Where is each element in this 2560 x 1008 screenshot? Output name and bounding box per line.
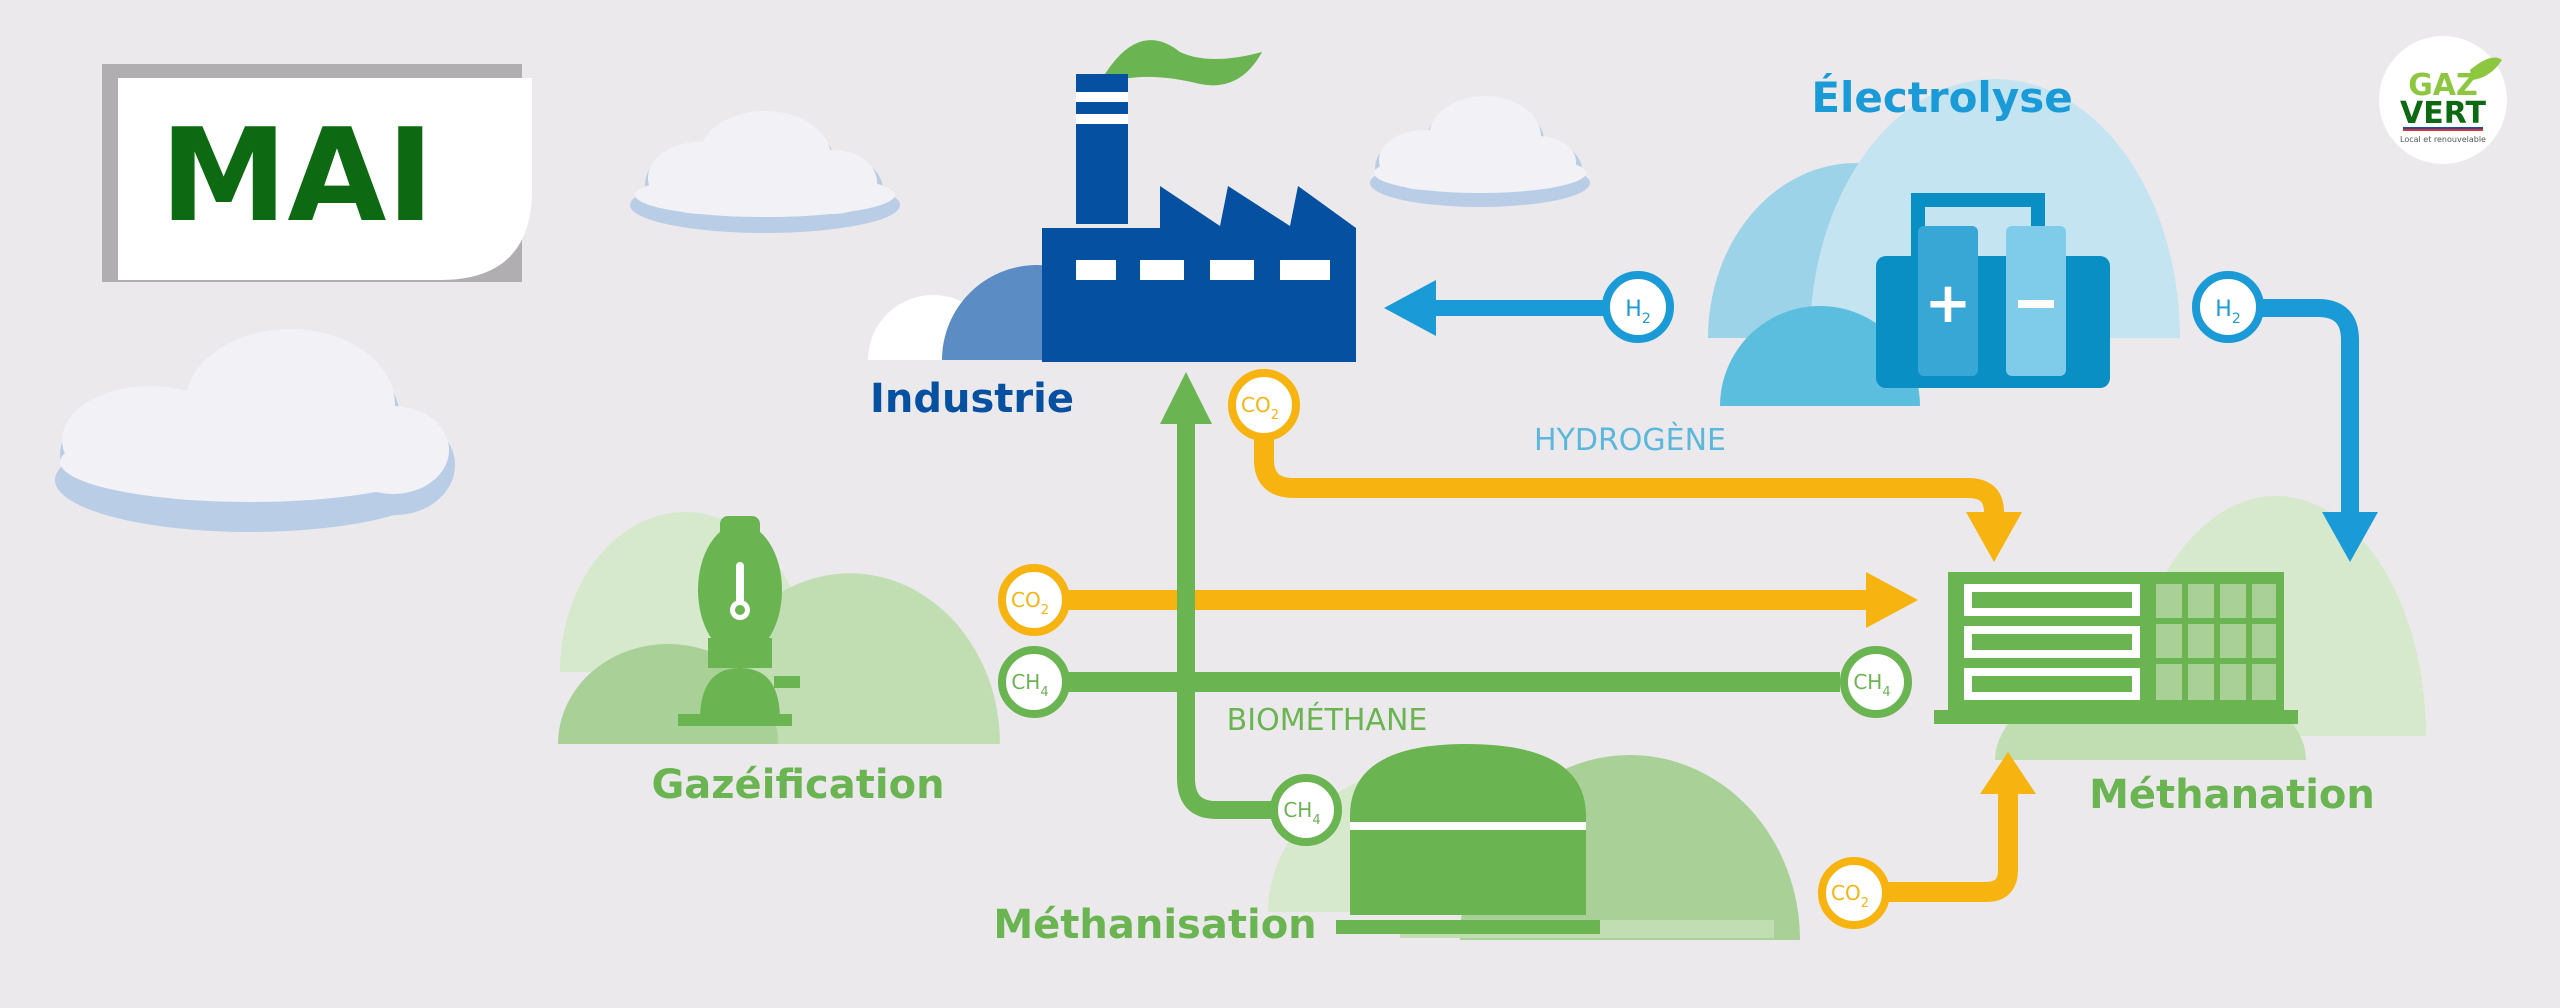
gazvert-logo: GAZ VERT Local et renouvelable	[2379, 36, 2507, 164]
svg-text:CH4: CH4	[1011, 670, 1048, 700]
node-label-methanisation: Méthanisation	[993, 902, 1316, 948]
svg-text:H2: H2	[2215, 297, 2240, 327]
node-label-industrie: Industrie	[870, 376, 1074, 422]
arrow-h2-to-industrie	[1384, 280, 1608, 336]
logo-line2: VERT	[2400, 96, 2486, 131]
smoke-plume	[1105, 40, 1262, 86]
electrolyse-illustration: +	[1708, 79, 2180, 406]
flow-label-hydrogene: HYDROGÈNE	[1534, 422, 1726, 458]
factory-building	[1042, 186, 1356, 362]
arrow-co2-industrie-to-methanation	[1254, 432, 2022, 562]
badge-h2-electrolyse: H2	[2192, 271, 2264, 343]
flow-label-biomethane: BIOMÉTHANE	[1227, 702, 1428, 738]
badge-co2-methanisation: CO2	[1818, 857, 1890, 929]
badge-ch4-gazeification: CH4	[998, 646, 1070, 718]
leaf-icon	[2470, 57, 2502, 80]
svg-text:CO2: CO2	[1241, 393, 1279, 423]
arrow-ch4-methanisation-to-industrie	[1160, 372, 1272, 819]
svg-text:CH4: CH4	[1283, 798, 1320, 828]
cloud-left-front	[60, 329, 449, 502]
reactor-base	[1934, 710, 2298, 724]
logo-line1: GAZ	[2408, 68, 2478, 103]
arrow-co2-methanisation-to-methanation	[1888, 752, 2036, 902]
svg-text:CO2: CO2	[1011, 588, 1049, 618]
cloud-top-left	[630, 111, 900, 233]
logo-divider-blue	[2403, 127, 2483, 129]
svg-text:CO2: CO2	[1831, 881, 1869, 911]
plus-icon: +	[1925, 271, 1972, 336]
logo-divider-red	[2403, 129, 2483, 131]
node-label-gazeification: Gazéification	[651, 762, 944, 808]
svg-text:H2: H2	[1625, 297, 1650, 327]
logo-tagline: Local et renouvelable	[2400, 135, 2486, 144]
reactor-grid	[2156, 584, 2276, 700]
minus-icon	[2018, 300, 2054, 308]
thermometer-icon	[736, 562, 744, 604]
methanisation-illustration	[1268, 744, 1800, 940]
gasifier-base	[678, 714, 792, 726]
electrolyser-box	[1876, 256, 2110, 388]
cloud-top-center	[1370, 96, 1590, 207]
electrode-plus	[1918, 226, 1978, 376]
industrie-illustration	[868, 40, 1356, 362]
badge-ch4-methanation: CH4	[1840, 646, 1912, 718]
digester-base	[1336, 920, 1600, 934]
arrow-h2-to-methanation	[2232, 299, 2378, 562]
gazeification-illustration	[558, 512, 1000, 744]
badge-co2-industrie: CO2	[1228, 369, 1300, 441]
node-label-electrolyse: Électrolyse	[1811, 72, 2072, 122]
svg-text:CH4: CH4	[1853, 670, 1890, 700]
badge-h2-industrie: H2	[1602, 271, 1674, 343]
month-label: MAI	[160, 102, 434, 251]
month-tag-card	[118, 78, 532, 280]
badge-co2-gazeification: CO2	[998, 564, 1070, 636]
node-label-methanation: Méthanation	[2089, 772, 2375, 818]
badge-ch4-methanisation: CH4	[1270, 774, 1342, 846]
month-tag: MAI	[102, 64, 532, 282]
